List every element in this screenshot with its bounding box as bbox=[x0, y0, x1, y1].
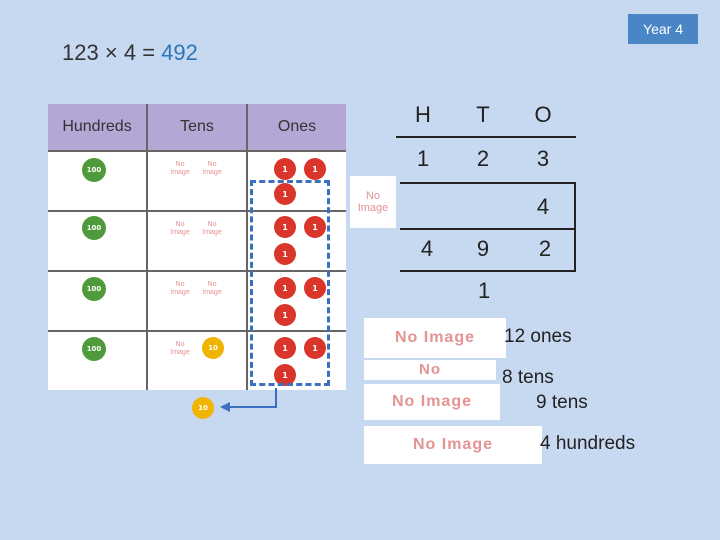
year-badge: Year 4 bbox=[628, 14, 698, 44]
carry-digit: 1 bbox=[478, 278, 491, 303]
divider bbox=[246, 104, 248, 390]
divider bbox=[400, 182, 576, 184]
missing-image: No Image bbox=[198, 214, 226, 244]
digit: 3 bbox=[536, 146, 550, 171]
column-header-ones: O bbox=[534, 102, 552, 127]
place-value-grid: Hundreds Tens Ones 100 100 100 100 No Im… bbox=[48, 104, 346, 390]
one-coin: 1 bbox=[274, 158, 296, 180]
note-ones: 12 ones bbox=[504, 326, 572, 347]
divider bbox=[146, 104, 148, 390]
note-tens-total: 9 tens bbox=[536, 392, 588, 413]
note-hundreds: 4 hundreds bbox=[540, 433, 636, 454]
header-ones: Ones bbox=[248, 104, 346, 150]
missing-image: No Image bbox=[198, 274, 226, 304]
one-coin: 1 bbox=[274, 243, 296, 265]
divider bbox=[48, 330, 346, 332]
ten-coin: 10 bbox=[202, 337, 224, 359]
equation: 123 × 4 = 492 bbox=[62, 40, 198, 66]
one-coin: 1 bbox=[304, 277, 326, 299]
one-coin: 1 bbox=[304, 216, 326, 238]
one-coin: 1 bbox=[274, 337, 296, 359]
missing-image: No Image bbox=[166, 214, 194, 244]
divider bbox=[400, 270, 576, 272]
column-header-tens: T bbox=[476, 102, 490, 127]
hundred-coin: 100 bbox=[82, 158, 106, 182]
missing-image: No bbox=[364, 360, 496, 380]
missing-image: No Image bbox=[166, 334, 194, 364]
missing-image: No Image bbox=[364, 318, 506, 358]
missing-image: No Image bbox=[364, 384, 500, 420]
divider bbox=[400, 228, 576, 230]
missing-image: No Image bbox=[364, 426, 542, 464]
one-coin: 1 bbox=[274, 216, 296, 238]
header-hundreds: Hundreds bbox=[48, 104, 146, 150]
one-coin: 1 bbox=[274, 304, 296, 326]
divider bbox=[574, 182, 576, 272]
missing-image: No Image bbox=[166, 154, 194, 184]
result-digit: 2 bbox=[538, 236, 552, 261]
result-digit: 9 bbox=[476, 236, 490, 261]
missing-image: No Image bbox=[166, 274, 194, 304]
divider bbox=[48, 210, 346, 212]
equation-left: 123 bbox=[62, 40, 99, 65]
digit: 2 bbox=[476, 146, 490, 171]
column-method: H T O 1 2 3 4 4 9 2 bbox=[396, 88, 576, 272]
hundred-coin: 100 bbox=[82, 337, 106, 361]
equation-multiplier: 4 bbox=[123, 40, 137, 65]
digit: 1 bbox=[416, 146, 430, 171]
divider bbox=[48, 270, 346, 272]
one-coin: 1 bbox=[274, 277, 296, 299]
one-coin: 1 bbox=[304, 337, 326, 359]
multiplier-digit: 4 bbox=[536, 194, 550, 219]
divider bbox=[48, 150, 346, 152]
equals-sign: = bbox=[142, 40, 156, 65]
missing-image: No Image bbox=[198, 154, 226, 184]
result-digit: 4 bbox=[420, 236, 434, 261]
note-tens: 8 tens bbox=[502, 367, 554, 388]
one-coin: 1 bbox=[274, 364, 296, 386]
header-tens: Tens bbox=[148, 104, 246, 150]
exchange-group-box bbox=[250, 180, 330, 386]
divider bbox=[396, 136, 576, 138]
one-coin: 1 bbox=[274, 183, 296, 205]
one-coin: 1 bbox=[304, 158, 326, 180]
hundred-coin: 100 bbox=[82, 216, 106, 240]
hundred-coin: 100 bbox=[82, 277, 106, 301]
equation-answer: 492 bbox=[161, 40, 198, 65]
column-header-hundreds: H bbox=[415, 102, 431, 127]
missing-image: No Image bbox=[350, 176, 396, 228]
times-sign: × bbox=[104, 40, 118, 65]
exchanged-ten-coin: 10 bbox=[192, 397, 214, 419]
